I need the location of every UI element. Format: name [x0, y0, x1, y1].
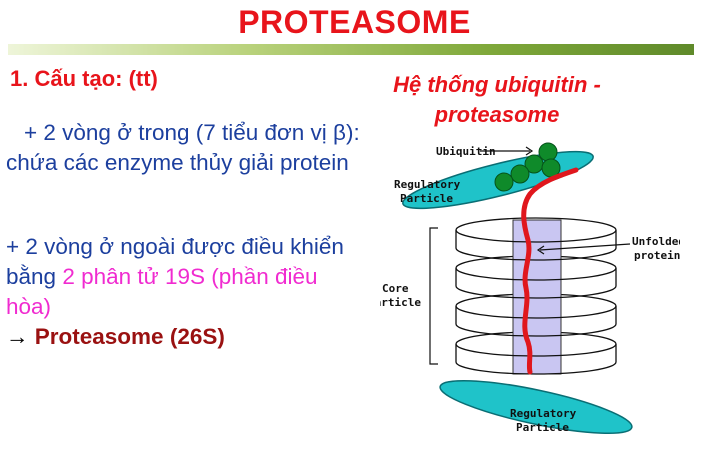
label-regulatory-top: Regulatory Particle: [394, 178, 467, 205]
core-bracket: [429, 227, 438, 365]
result-proteasome-26s: Proteasome (26S): [34, 324, 225, 349]
paragraph-outer-rings: + 2 vòng ở ngoài được điều khiển bằng 2 …: [6, 232, 366, 352]
label-unfolded-protein: Unfolded protein: [632, 235, 680, 262]
slide-title: PROTEASOME: [238, 4, 471, 40]
title-divider-bar: [8, 44, 694, 55]
label-regulatory-bottom: Regulatory Particle: [510, 407, 583, 434]
result-arrow-icon: →: [6, 324, 35, 349]
label-ubiquitin: Ubiquitin: [436, 145, 496, 158]
pointer-lines: [480, 146, 631, 255]
ubiquitin-chain-icon: [494, 142, 561, 192]
paragraph-outer-rings-text: + 2 vòng ở ngoài được điều khiển bằng: [6, 234, 344, 289]
proteasome-diagram: Ubiquitin Regulatory Particle Core Parti…: [380, 142, 680, 435]
core-channel: [512, 219, 562, 375]
label-core-particle: Core Particle: [380, 282, 421, 309]
unfolded-protein-chain: [521, 167, 579, 375]
paragraph-inner-rings: + 2 vòng ở trong (7 tiểu đơn vị β): chứa…: [6, 118, 366, 178]
paragraph-inner-rings-text: + 2 vòng ở trong (7 tiểu đơn vị β): chứa…: [6, 120, 360, 175]
section-heading: 1. Cấu tạo: (tt): [10, 66, 158, 91]
regulatory-particle-bottom: [439, 379, 633, 435]
core-rings-front: [455, 229, 617, 375]
highlight-19s: 2 phân tử 19S (phần điều hòa): [6, 264, 318, 319]
figure-title: Hệ thống ubiquitin - proteasome: [393, 72, 601, 127]
